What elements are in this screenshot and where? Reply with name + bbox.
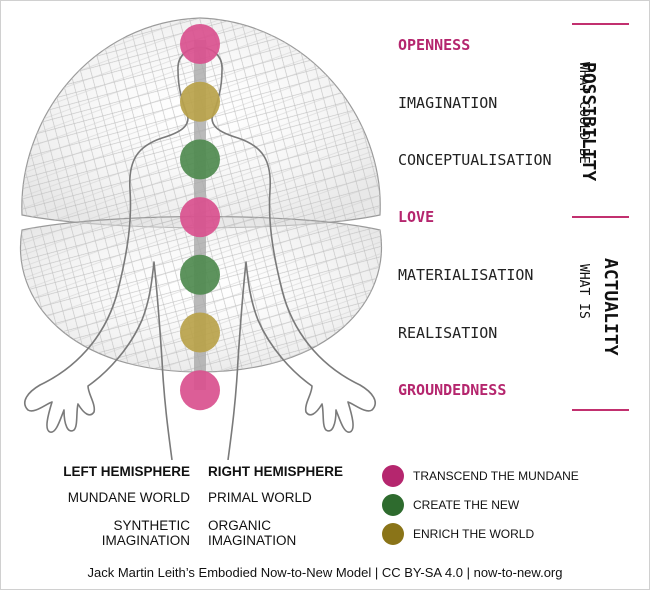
center-realisation (180, 312, 220, 353)
possibility-subtitle-box: WHAT COULD BE (574, 62, 593, 164)
possibility-label: POSSIBILITY (578, 62, 599, 181)
energy-centers (180, 24, 220, 411)
legend-dot-transcend (382, 465, 404, 487)
legend-dot-create (382, 494, 404, 516)
right-imagination-line1: ORGANIC (208, 518, 272, 533)
left-world: MUNDANE WORLD (67, 490, 190, 505)
legend-label-create: CREATE THE NEW (413, 498, 520, 512)
rule-bottom (572, 409, 629, 411)
rule-middle (572, 216, 629, 218)
level-label-conceptualisation: CONCEPTUALISATION (398, 151, 552, 169)
level-label-realisation: REALISATION (398, 324, 498, 342)
legend-item-enrich: ENRICH THE WORLD (382, 523, 534, 545)
level-label-love: LOVE (398, 208, 435, 226)
legend-item-create: CREATE THE NEW (382, 494, 519, 516)
actuality-label: ACTUALITY (600, 258, 621, 356)
level-label-groundedness: GROUNDEDNESS (398, 381, 507, 399)
right-imagination-line2: IMAGINATION (208, 533, 297, 548)
legend-label-enrich: ENRICH THE WORLD (413, 527, 535, 541)
legend-item-transcend: TRANSCEND THE MUNDANE (382, 465, 579, 487)
center-openness (180, 24, 220, 64)
left-hemisphere-heading: LEFT HEMISPHERE (63, 464, 190, 479)
footer-credit: Jack Martin Leith’s Embodied Now-to-New … (87, 565, 563, 580)
body-figure (20, 17, 382, 460)
legend-dot-enrich (382, 523, 404, 545)
level-label-materialisation: MATERIALISATION (398, 266, 534, 284)
actuality-subtitle: WHAT IS (576, 264, 591, 319)
right-imagination: ORGANIC IMAGINATION (208, 518, 296, 548)
possibility-title: POSSIBILITY (578, 62, 599, 182)
left-imagination-line1: SYNTHETIC (113, 518, 190, 533)
body-silhouette (24, 46, 376, 460)
center-conceptualisation (180, 139, 220, 180)
center-materialisation (180, 254, 220, 295)
rule-top (572, 23, 629, 25)
legend-label-transcend: TRANSCEND THE MUNDANE (413, 469, 579, 483)
center-groundedness (180, 370, 220, 411)
center-imagination (180, 81, 220, 122)
level-label-openness: OPENNESS (398, 36, 471, 54)
possibility-subtitle: WHAT COULD BE (576, 62, 591, 164)
actuality-subtitle-box: WHAT IS (574, 264, 593, 319)
center-love (180, 197, 220, 238)
right-world: PRIMAL WORLD (208, 490, 312, 505)
right-hemisphere-heading: RIGHT HEMISPHERE (208, 464, 344, 479)
level-label-imagination: IMAGINATION (398, 94, 498, 112)
actuality-title: ACTUALITY (600, 258, 621, 356)
left-imagination-line2: IMAGINATION (101, 533, 190, 548)
left-imagination: SYNTHETIC IMAGINATION (102, 518, 190, 548)
